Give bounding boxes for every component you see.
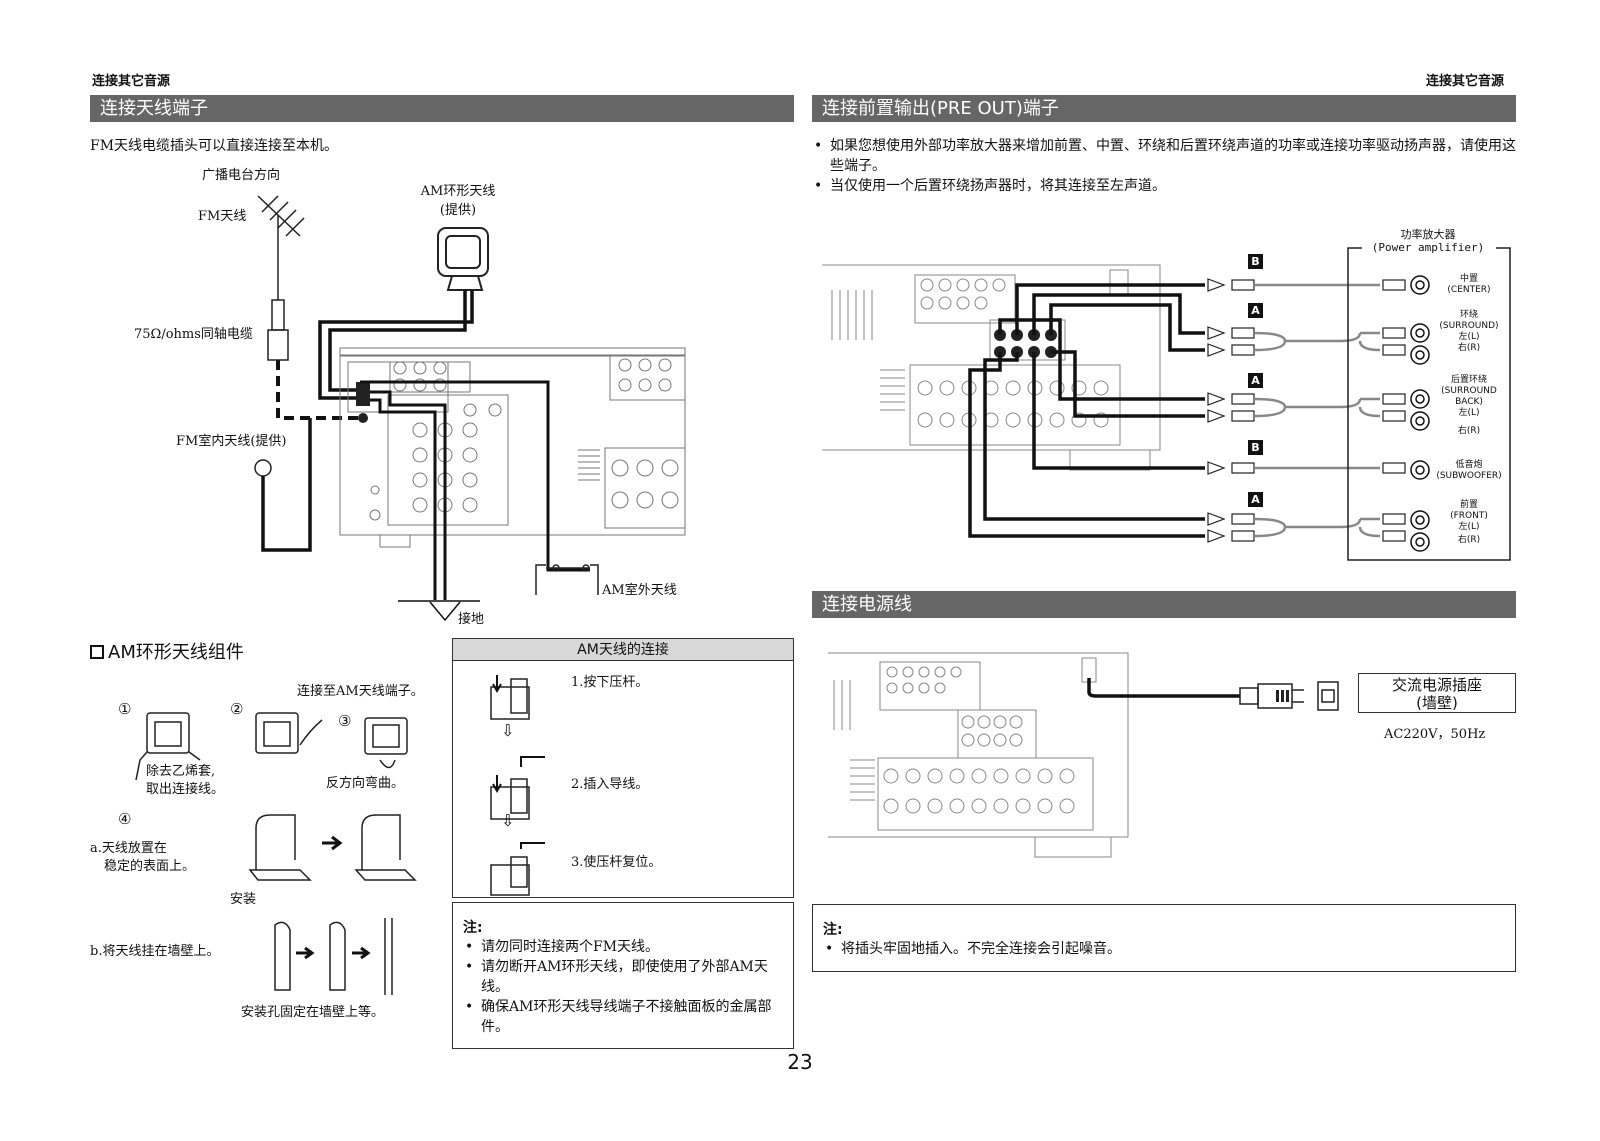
antenna-note-item: 请勿同时连接两个FM天线。 bbox=[463, 937, 783, 957]
channel-sub: (SUBWOOFER) bbox=[1436, 471, 1502, 481]
channel-surround-back-label: 后置环绕 (SURROUND BACK) 左(L) 右(R) bbox=[1432, 375, 1506, 437]
channel-name: 前置 bbox=[1459, 500, 1478, 510]
running-head-right: 连接其它音源 bbox=[1425, 74, 1504, 89]
checkbox-square-icon bbox=[90, 645, 104, 659]
step3-marker: ③ bbox=[338, 712, 352, 730]
cable-type-badge: A bbox=[1248, 303, 1263, 318]
label-fm-antenna: FM天线 bbox=[198, 209, 247, 224]
channel-front-label: 前置 (FRONT) 左(L) 右(R) bbox=[1436, 500, 1502, 546]
wall-outlet-label: 交流电源插座 (墙壁) bbox=[1358, 673, 1516, 713]
channel-left: 左(L) bbox=[1458, 332, 1480, 342]
am-assembly-title: AM环形天线组件 bbox=[108, 642, 244, 663]
remove-instruction: 除去乙烯套, 取出连接线。 bbox=[146, 763, 224, 799]
option-b-text: b.将天线挂在墙壁上。 bbox=[90, 944, 220, 959]
channel-name: 低音炮 bbox=[1455, 460, 1483, 470]
step4-marker: ④ bbox=[118, 810, 132, 828]
step2-marker: ② bbox=[230, 700, 244, 718]
label-coax: 75Ω/ohms同轴电缆 bbox=[134, 327, 253, 342]
am-connection-header: AM天线的连接 bbox=[453, 639, 793, 661]
arrow-down-icon: ⇩ bbox=[501, 811, 515, 830]
preout-connection-diagram bbox=[822, 247, 1511, 561]
outlet-line1: 交流电源插座 bbox=[1391, 676, 1482, 694]
outlet-line2: (墙壁) bbox=[1416, 694, 1458, 712]
channel-sub: (SURROUND) bbox=[1439, 321, 1499, 331]
label-ground: 接地 bbox=[458, 612, 485, 627]
connect-label: 连接至AM天线端子。 bbox=[297, 684, 424, 699]
channel-name: 环绕 bbox=[1459, 310, 1478, 320]
label-fm-indoor: FM室内天线(提供) bbox=[176, 434, 287, 449]
power-note-item: 将插头牢固地插入。不完全连接会引起噪音。 bbox=[823, 939, 1505, 959]
cable-type-badge: B bbox=[1248, 440, 1263, 455]
antenna-note-item: 请勿断开AM环形天线，即使使用了外部AM天线。 bbox=[463, 957, 783, 997]
option-a-line2: 稳定的表面上。 bbox=[104, 859, 196, 874]
antenna-note-item: 确保AM环形天线导线端子不接触面板的金属部件。 bbox=[463, 997, 783, 1037]
channel-right: 右(R) bbox=[1457, 535, 1481, 545]
label-am-loop-line1: AM环形天线 bbox=[420, 184, 496, 199]
amp-label-line1: 功率放大器 bbox=[1400, 228, 1456, 241]
cable-type-badge: B bbox=[1248, 254, 1263, 269]
preout-bullets: 如果您想使用外部功率放大器来增加前置、中置、环绕和后置环绕声道的功率或连接功率驱… bbox=[812, 136, 1516, 196]
channel-right: 右(R) bbox=[1457, 426, 1481, 436]
arrow-down-icon: ⇩ bbox=[501, 721, 515, 740]
page-number: 23 bbox=[787, 1050, 813, 1074]
amp-label-line2: (Power amplifier) bbox=[1371, 241, 1485, 254]
am-assembly-heading: AM环形天线组件 bbox=[90, 638, 244, 664]
lever-illustrations bbox=[490, 675, 545, 896]
voltage-label: AC220V，50Hz bbox=[1384, 727, 1486, 742]
wall-caption: 安装孔固定在墙壁上等。 bbox=[241, 1005, 385, 1020]
remove-line1: 除去乙烯套, bbox=[146, 764, 216, 779]
lever-step1: 1.按下压杆。 bbox=[571, 675, 649, 690]
label-am-loop-line2: (提供) bbox=[439, 203, 477, 218]
am-connection-box: AM天线的连接 1.按下压杆。 ⇩ 2.插入导线。 ⇩ 3.使压杆复位。 bbox=[452, 638, 794, 898]
cable-type-badge: A bbox=[1248, 492, 1263, 507]
install-label: 安装 bbox=[230, 892, 257, 907]
bend-instruction: 反方向弯曲。 bbox=[326, 776, 405, 791]
running-head-left: 连接其它音源 bbox=[92, 74, 171, 89]
label-am-loop: AM环形天线 (提供) bbox=[418, 180, 498, 218]
channel-name: 中置 bbox=[1459, 274, 1478, 284]
option-a-text: a.天线放置在 稳定的表面上。 bbox=[90, 840, 195, 876]
channel-name: 后置环绕 bbox=[1450, 375, 1487, 385]
label-am-outdoor: AM室外天线 bbox=[602, 583, 677, 598]
lever-step3: 3.使压杆复位。 bbox=[571, 855, 662, 870]
power-note-box: 注: 将插头牢固地插入。不完全连接会引起噪音。 bbox=[812, 904, 1516, 972]
antenna-note-box: 注: 请勿同时连接两个FM天线。 请勿断开AM环形天线，即使使用了外部AM天线。… bbox=[452, 902, 794, 1049]
am-assembly-illustrations bbox=[135, 712, 417, 995]
lever-step2: 2.插入导线。 bbox=[571, 777, 649, 792]
channel-right: 右(R) bbox=[1457, 343, 1481, 353]
step1-marker: ① bbox=[118, 700, 132, 718]
power-note-label: 注: bbox=[823, 922, 843, 938]
cable-type-badge: A bbox=[1248, 373, 1263, 388]
section-title-power: 连接电源线 bbox=[812, 591, 1516, 618]
label-direction: 广播电台方向 bbox=[202, 168, 281, 183]
channel-center-label: 中置 (CENTER) bbox=[1436, 274, 1502, 296]
channel-sub: (CENTER) bbox=[1447, 285, 1491, 295]
channel-subwoofer-label: 低音炮 (SUBWOOFER) bbox=[1436, 460, 1502, 482]
antenna-intro: FM天线电缆插头可以直接连接至本机。 bbox=[90, 138, 339, 154]
channel-left: 左(L) bbox=[1458, 408, 1480, 418]
preout-bullet: 如果您想使用外部功率放大器来增加前置、中置、环绕和后置环绕声道的功率或连接功率驱… bbox=[812, 136, 1516, 176]
channel-left: 左(L) bbox=[1458, 522, 1480, 532]
remove-line2: 取出连接线。 bbox=[146, 782, 225, 797]
channel-sub: (FRONT) bbox=[1450, 511, 1488, 521]
channel-surround-label: 环绕 (SURROUND) 左(L) 右(R) bbox=[1436, 310, 1502, 354]
section-title-preout: 连接前置输出(PRE OUT)端子 bbox=[812, 95, 1516, 122]
option-a-line1: a.天线放置在 bbox=[90, 841, 167, 856]
amp-label: 功率放大器 (Power amplifier) bbox=[1360, 228, 1496, 254]
antenna-note-label: 注: bbox=[463, 920, 483, 936]
section-title-antenna: 连接天线端子 bbox=[90, 95, 794, 122]
channel-sub: (SURROUND BACK) bbox=[1441, 386, 1497, 407]
preout-bullet: 当仅使用一个后置环绕扬声器时，将其连接至左声道。 bbox=[812, 176, 1516, 196]
antenna-connection-diagram bbox=[254, 195, 686, 622]
power-connection-diagram bbox=[828, 652, 1339, 858]
